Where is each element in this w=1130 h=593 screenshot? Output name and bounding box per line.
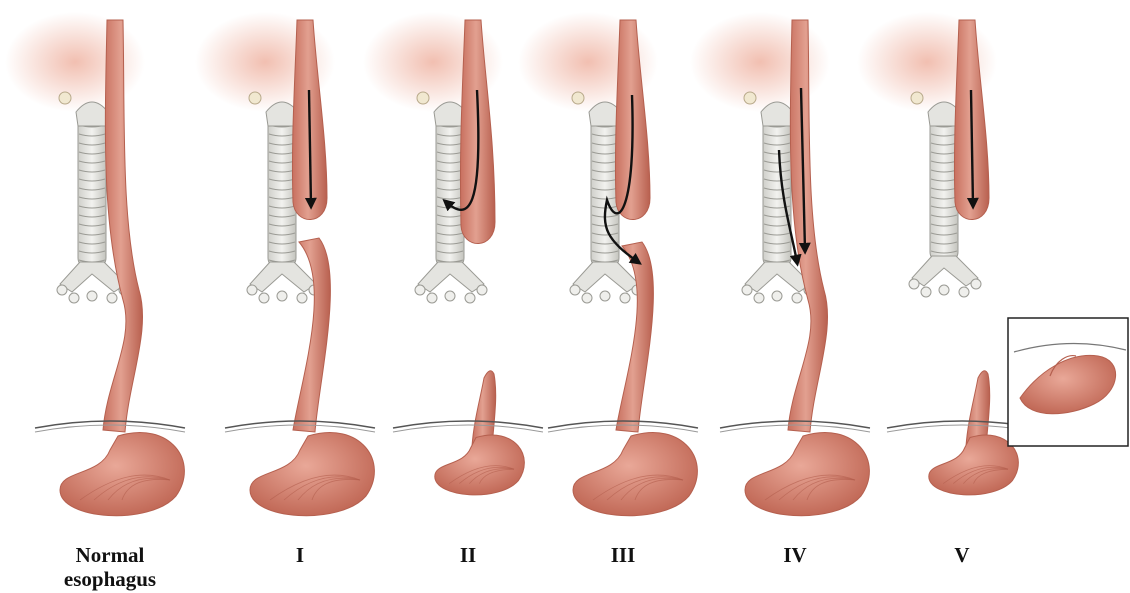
bronchus-ring bbox=[277, 291, 287, 301]
stomach bbox=[745, 432, 869, 515]
hyoid-icon bbox=[249, 92, 261, 104]
bronchus-ring bbox=[477, 285, 487, 295]
panel-label-type-3: III bbox=[543, 543, 703, 567]
panel-normal bbox=[5, 12, 185, 516]
stomach bbox=[60, 432, 184, 515]
stomach bbox=[573, 432, 697, 515]
bronchus-ring bbox=[909, 279, 919, 289]
hyoid-icon bbox=[911, 92, 923, 104]
hyoid-icon bbox=[744, 92, 756, 104]
bronchus-ring bbox=[247, 285, 257, 295]
bronchus-ring bbox=[445, 291, 455, 301]
panel-label-type-2: II bbox=[388, 543, 548, 567]
carina bbox=[573, 262, 639, 292]
hyoid-icon bbox=[417, 92, 429, 104]
bronchus-ring bbox=[959, 287, 969, 297]
panel-label-type-1: I bbox=[220, 543, 380, 567]
bronchi bbox=[247, 262, 319, 303]
panel-label-line1: Normal bbox=[30, 543, 190, 567]
bronchus-ring bbox=[792, 293, 802, 303]
bronchus-ring bbox=[742, 285, 752, 295]
panel-label-line2: esophagus bbox=[30, 567, 190, 591]
panel-label-line1: IV bbox=[715, 543, 875, 567]
panel-label-line1: II bbox=[388, 543, 548, 567]
bronchi bbox=[570, 262, 642, 303]
bronchus-ring bbox=[582, 293, 592, 303]
diaphragm-line bbox=[393, 425, 543, 432]
bronchus-ring bbox=[620, 293, 630, 303]
bronchus-ring bbox=[415, 285, 425, 295]
bronchus-ring bbox=[921, 287, 931, 297]
bronchus-ring bbox=[971, 279, 981, 289]
bronchus-ring bbox=[465, 293, 475, 303]
trachea bbox=[930, 108, 958, 262]
hyoid-icon bbox=[572, 92, 584, 104]
bronchus-ring bbox=[57, 285, 67, 295]
bronchus-ring bbox=[754, 293, 764, 303]
panel-type-3 bbox=[518, 12, 698, 516]
panel-type-4 bbox=[690, 12, 870, 516]
carina bbox=[250, 262, 316, 292]
bronchus-ring bbox=[259, 293, 269, 303]
bronchus-ring bbox=[107, 293, 117, 303]
inset-box bbox=[1008, 318, 1128, 446]
stomach bbox=[250, 432, 374, 515]
bronchus-ring bbox=[427, 293, 437, 303]
bronchi bbox=[909, 256, 981, 297]
bronchus-ring bbox=[69, 293, 79, 303]
carina bbox=[418, 262, 484, 292]
carina bbox=[912, 256, 978, 286]
stomach bbox=[435, 435, 525, 495]
panel-label-normal: Normalesophagus bbox=[30, 543, 190, 591]
panel-label-type-5: V bbox=[882, 543, 1042, 567]
panel-label-line1: I bbox=[220, 543, 380, 567]
panel-type-2 bbox=[363, 12, 543, 495]
panel-label-type-4: IV bbox=[715, 543, 875, 567]
panel-label-line1: V bbox=[882, 543, 1042, 567]
bronchus-ring bbox=[570, 285, 580, 295]
bronchus-ring bbox=[87, 291, 97, 301]
stomach bbox=[929, 435, 1019, 495]
panel-type-1 bbox=[195, 12, 375, 516]
bronchus-ring bbox=[772, 291, 782, 301]
bronchus-ring bbox=[297, 293, 307, 303]
panel-label-line1: III bbox=[543, 543, 703, 567]
bronchi bbox=[415, 262, 487, 303]
hyoid-icon bbox=[59, 92, 71, 104]
bronchus-ring bbox=[939, 285, 949, 295]
bronchus-ring bbox=[600, 291, 610, 301]
